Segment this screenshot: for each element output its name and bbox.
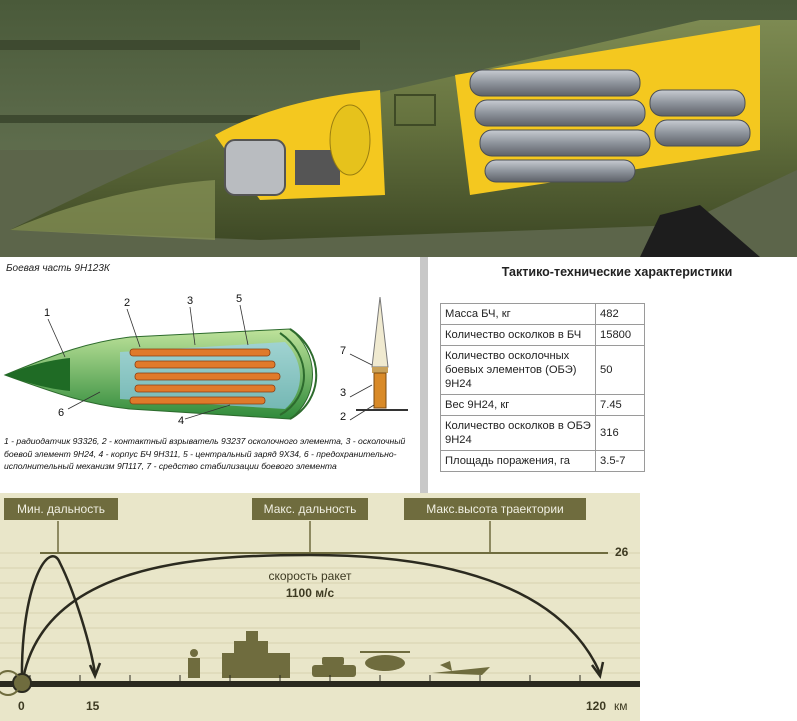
spec-label: Количество осколочных боевых элементов (… <box>440 345 596 395</box>
callout-3b: 3 <box>340 387 347 399</box>
callout-7: 7 <box>340 345 347 357</box>
diagram-legend: 1 - радиодатчик 9З326, 2 - контактный вз… <box>4 436 406 471</box>
spec-value: 50 <box>595 345 645 395</box>
spec-label: Масса БЧ, кг <box>440 303 596 325</box>
spec-label: Количество осколков в БЧ <box>440 324 596 346</box>
trajectory-graphic <box>0 493 797 721</box>
spec-label: Вес 9Н24, кг <box>440 394 596 416</box>
spec-label: Количество осколков в ОБЭ 9Н24 <box>440 415 596 451</box>
specs-panel: Тактико-технические характеристики Масса… <box>420 257 797 493</box>
callout-6: 6 <box>58 407 65 419</box>
spec-value: 3.5-7 <box>595 450 645 472</box>
speed-caption: скорость ракет <box>268 569 352 583</box>
warhead-photo-graphic <box>0 0 797 257</box>
table-row: Количество осколочных боевых элементов (… <box>440 345 645 395</box>
spec-value: 316 <box>595 415 645 451</box>
spec-value: 15800 <box>595 324 645 346</box>
max-height-label: Макс.высота траектории <box>404 498 586 520</box>
callout-2: 2 <box>124 297 131 309</box>
spec-label: Площадь поражения, га <box>440 450 596 472</box>
zero-tick: 0 <box>18 699 25 713</box>
min-tick: 15 <box>86 699 100 713</box>
spec-value: 7.45 <box>595 394 645 416</box>
specs-divider <box>420 257 428 493</box>
diagram-title: Боевая часть 9Н123К <box>6 263 110 274</box>
height-tick: 26 <box>615 545 629 559</box>
callout-4: 4 <box>178 415 185 427</box>
callout-5: 5 <box>236 293 243 305</box>
max-range-label: Макс. дальность <box>252 498 368 520</box>
callout-2b: 2 <box>340 411 347 423</box>
callout-3: 3 <box>187 295 194 307</box>
callout-1: 1 <box>44 307 51 319</box>
speed-value: 1100 м/с <box>285 586 335 600</box>
warhead-cutaway-graphic <box>3 296 408 421</box>
max-tick: 120 <box>586 699 607 713</box>
warhead-photo <box>0 0 797 257</box>
warhead-diagram: Боевая часть 9Н123К <box>0 257 420 493</box>
range-infographic: Мин. дальность Макс. дальность Макс.высо… <box>0 493 797 721</box>
spec-value: 482 <box>595 303 645 325</box>
min-range-label: Мин. дальность <box>4 498 118 520</box>
specs-title: Тактико-технические характеристики <box>501 265 733 279</box>
unit-label: км <box>614 699 628 713</box>
